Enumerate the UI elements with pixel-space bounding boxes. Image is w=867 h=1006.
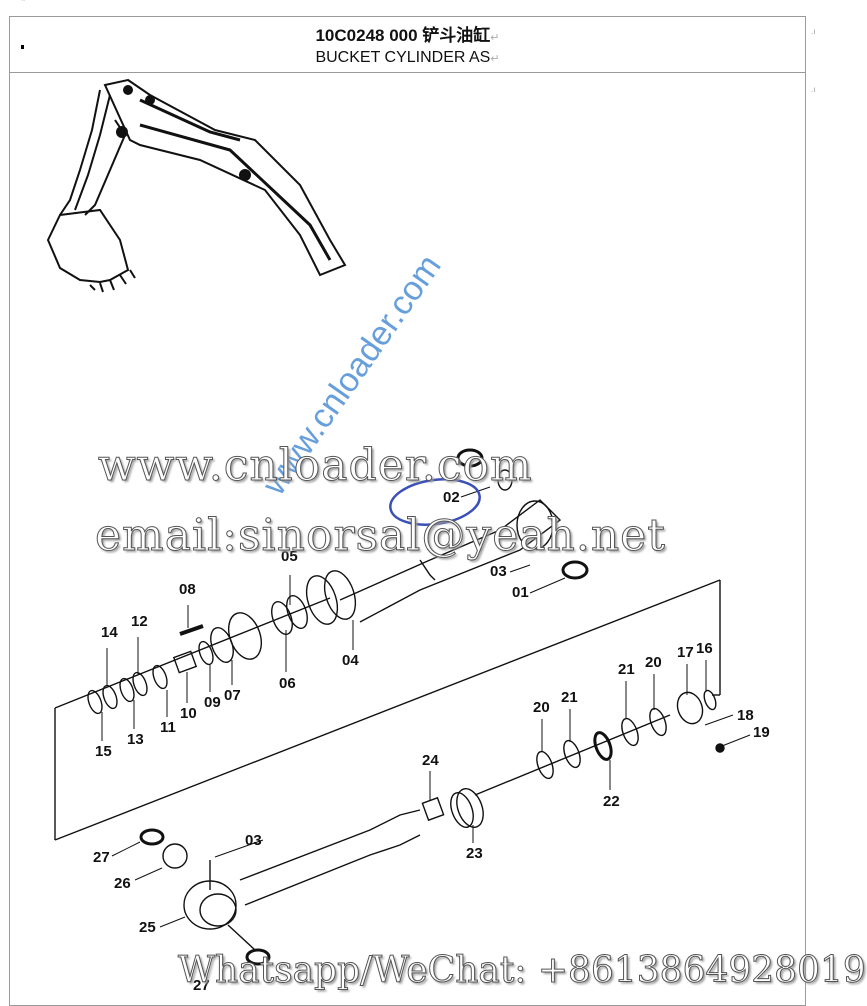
part-label: 15 xyxy=(95,743,112,760)
part-label: 13 xyxy=(127,731,144,748)
part-label: 26 xyxy=(114,875,131,892)
part-label: 25 xyxy=(139,919,156,936)
phone-watermark: Whatsapp/WeChat: +8613864928019 xyxy=(178,950,867,992)
part-label: 27 xyxy=(93,849,110,866)
part-label: 18 xyxy=(737,707,754,724)
part-label: 21 xyxy=(618,661,635,678)
part-label: 07 xyxy=(224,687,241,704)
part-label: 09 xyxy=(204,694,221,711)
part-label: 17 xyxy=(677,644,694,661)
part-label: 11 xyxy=(160,719,176,736)
part-label: 20 xyxy=(533,699,550,716)
part-label: 22 xyxy=(603,793,620,810)
part-label: 12 xyxy=(131,613,148,630)
email-watermark: email:sinorsal@yeah.net xyxy=(95,510,666,562)
part-name-title: BUCKET CYLINDER AS↵ xyxy=(315,49,500,66)
part-label: 08 xyxy=(179,581,196,598)
part-label: 03 xyxy=(245,832,262,849)
cell-end-mark: .ı xyxy=(811,85,816,94)
highlight-circle xyxy=(389,478,481,526)
leader-lines xyxy=(101,486,751,928)
website-watermark: www.cnloader.com xyxy=(98,440,533,492)
rod-assembly xyxy=(139,689,725,966)
part-label: 23 xyxy=(466,845,483,862)
part-label: 27 xyxy=(193,977,210,994)
cell-end-mark: .ı xyxy=(811,27,816,36)
part-number-title: 10C0248 000 铲斗油缸↵ xyxy=(315,26,500,45)
part-label: 10 xyxy=(180,705,197,722)
part-label: 24 xyxy=(422,752,439,769)
part-labels: 01 02 03 03 04 05 06 07 08 09 10 11 12 1… xyxy=(93,489,770,994)
part-label: 20 xyxy=(645,654,662,671)
barrel-assembly xyxy=(54,448,721,841)
para-mark: " xyxy=(22,0,25,7)
excavator-arm-illustration xyxy=(46,78,347,293)
part-label: 03 xyxy=(490,563,507,580)
part-label: 21 xyxy=(561,689,578,706)
title-block: 10C0248 000 铲斗油缸↵ BUCKET CYLINDER AS↵ xyxy=(9,16,806,73)
part-label: 14 xyxy=(101,624,118,641)
part-label: 05 xyxy=(281,548,298,565)
part-label: 19 xyxy=(753,724,770,741)
part-label: 16 xyxy=(696,640,713,657)
part-label: 04 xyxy=(342,652,359,669)
part-label: 01 xyxy=(512,584,529,601)
part-label: 02 xyxy=(443,489,460,506)
part-label: 06 xyxy=(279,675,296,692)
bullet-mark xyxy=(21,45,24,49)
